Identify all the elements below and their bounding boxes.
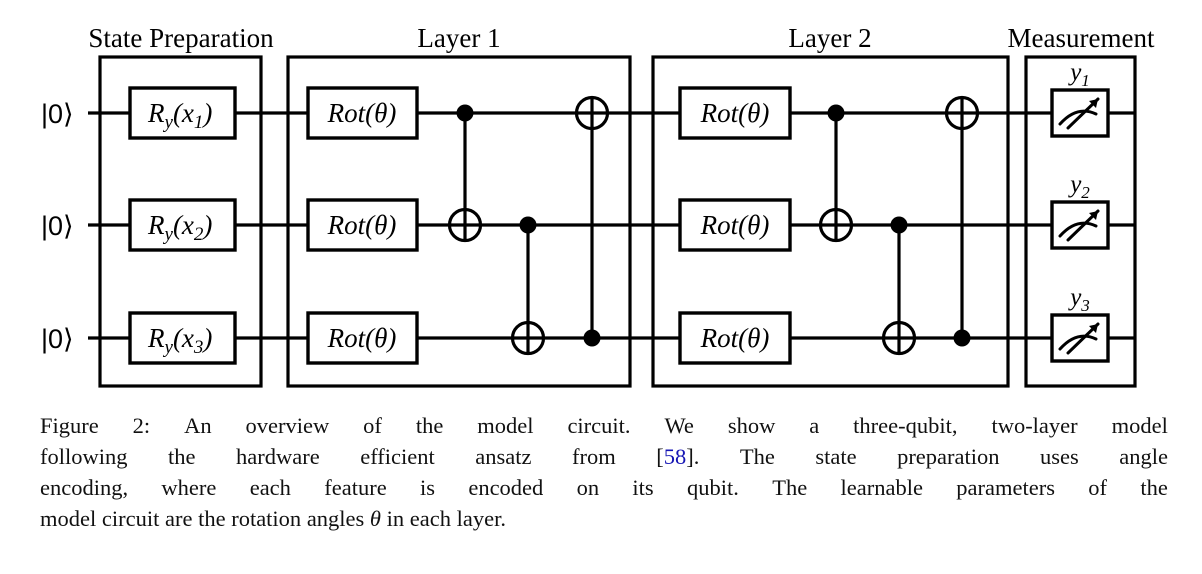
measurement-output-label-1: y1	[1067, 59, 1090, 90]
measurement-gate-qubit-1[interactable]: y1	[1050, 59, 1110, 138]
quantum-circuit-diagram: .wire{stroke:#000;stroke-width:3.2;} .gb…	[41, 23, 1155, 388]
svg-text:Ry(x1): Ry(x1)	[147, 98, 212, 133]
control-dot-icon	[953, 329, 971, 347]
control-dot-icon	[519, 216, 537, 234]
gate-ry-qubit-3[interactable]: Ry(x3)	[128, 311, 237, 365]
gate-ry-base-2: R	[147, 210, 165, 240]
section-title-layer-1: Layer 1	[417, 23, 500, 53]
gate-ry-sub-3: y	[163, 337, 174, 358]
gate-ry-sub-1: y	[163, 112, 174, 133]
layer-1-cnot-1-control-q1-target-q2[interactable]	[447, 104, 483, 243]
svg-text:Ry(x3): Ry(x3)	[147, 323, 212, 358]
meter-icon	[1058, 322, 1100, 355]
meter-icon	[1058, 209, 1100, 242]
measurement-gate-qubit-2[interactable]: y2	[1050, 171, 1110, 250]
gate-ry-qubit-1[interactable]: Ry(x1)	[128, 86, 237, 140]
qubit-init-label-2: |0⟩	[41, 211, 74, 241]
caption-line-4: model circuit are the rotation angles θ …	[40, 506, 506, 531]
layer-1-rot-label-1: Rot(θ)	[327, 98, 397, 128]
section-box-layer-1	[286, 55, 632, 388]
layer-1-rot-label-2: Rot(θ)	[327, 210, 397, 240]
gate-ry-sub-2: y	[163, 224, 174, 245]
qubit-init-label-3: |0⟩	[41, 324, 74, 354]
layer-2-rot-label-1: Rot(θ)	[700, 98, 770, 128]
gate-ry-qubit-2[interactable]: Ry(x2)	[128, 198, 237, 252]
gate-ry-argsub-1: 1	[194, 112, 204, 133]
layer-2-rot-label-2: Rot(θ)	[700, 210, 770, 240]
gate-ry-argsub-2: 2	[194, 224, 204, 245]
gate-ry-base-3: R	[147, 323, 165, 353]
svg-text:Ry(x2): Ry(x2)	[147, 210, 212, 245]
section-title-state-preparation: State Preparation	[88, 23, 274, 53]
control-dot-icon	[456, 104, 474, 122]
section-title-layer-2: Layer 2	[788, 23, 871, 53]
gate-ry-arg-2: (x	[173, 210, 194, 240]
layer-1-gate-rot-qubit-1[interactable]: Rot(θ)	[306, 86, 419, 140]
section-box-measurement	[1024, 55, 1137, 388]
layer-2-gate-rot-qubit-1[interactable]: Rot(θ)	[678, 86, 792, 140]
layer-1-rot-label-3: Rot(θ)	[327, 323, 397, 353]
layer-2-cnot-1-control-q1-target-q2[interactable]	[818, 104, 854, 243]
layer-2-cnot-3-control-q3-target-q1[interactable]	[944, 95, 980, 347]
section-box-layer-2	[651, 55, 1010, 388]
section-box-state-preparation	[98, 55, 263, 388]
control-dot-icon	[827, 104, 845, 122]
gate-ry-arg-3: (x	[173, 323, 194, 353]
layer-1-gate-rot-qubit-2[interactable]: Rot(θ)	[306, 198, 419, 252]
measurement-gate-qubit-3[interactable]: y3	[1050, 284, 1110, 363]
layer-1-gate-rot-qubit-3[interactable]: Rot(θ)	[306, 311, 419, 365]
figure-2-quantum-circuit: .wire{stroke:#000;stroke-width:3.2;} .gb…	[41, 23, 1155, 388]
meter-icon	[1058, 97, 1100, 130]
gate-ry-arg-1: (x	[173, 98, 194, 128]
section-title-measurement: Measurement	[1008, 23, 1155, 53]
control-dot-icon	[890, 216, 908, 234]
layer-1-cnot-3-control-q3-target-q1[interactable]	[574, 95, 610, 347]
gate-ry-argsub-3: 3	[193, 337, 204, 358]
qubit-init-label-1: |0⟩	[41, 99, 74, 129]
layer-2-gate-rot-qubit-2[interactable]: Rot(θ)	[678, 198, 792, 252]
measurement-output-label-2: y2	[1067, 171, 1090, 202]
layer-2-cnot-2-control-q2-target-q3[interactable]	[881, 216, 917, 356]
gate-ry-base-1: R	[147, 98, 165, 128]
layer-2-gate-rot-qubit-3[interactable]: Rot(θ)	[678, 311, 792, 365]
control-dot-icon	[583, 329, 601, 347]
measurement-output-label-3: y3	[1067, 284, 1090, 315]
layer-2-rot-label-3: Rot(θ)	[700, 323, 770, 353]
layer-1-cnot-2-control-q2-target-q3[interactable]	[510, 216, 546, 356]
